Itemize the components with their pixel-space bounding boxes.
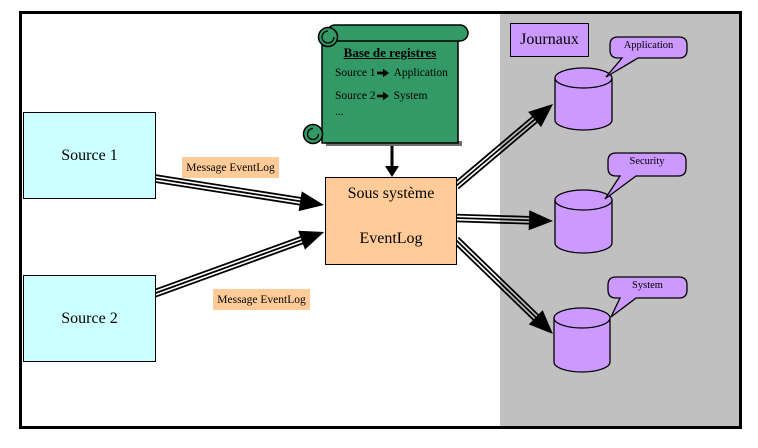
eventlog-subsystem-box: Sous système EventLog	[325, 177, 457, 265]
application-callout-label: Application	[623, 40, 674, 51]
maps-to-arrow-icon	[376, 68, 389, 78]
message-eventlog-label-2: Message EventLog	[213, 289, 310, 310]
registry-ellipsis: ...	[335, 106, 344, 118]
source-1-box: Source 1	[23, 112, 156, 199]
subsystem-title-line2: EventLog	[359, 230, 423, 247]
registry-title: Base de registres	[343, 45, 437, 60]
source-2-label: Source 2	[61, 309, 118, 327]
source-1-label: Source 1	[61, 146, 118, 164]
registry-entry-1: Source 1 Application	[335, 67, 448, 79]
security-callout-label: Security	[629, 156, 665, 167]
source-2-box: Source 2	[23, 275, 156, 362]
maps-to-arrow-icon	[376, 91, 389, 101]
subsystem-title-line1: Sous système	[347, 185, 435, 202]
diagram-frame	[19, 11, 742, 429]
system-callout-label: System	[632, 280, 663, 291]
message-eventlog-label-1: Message EventLog	[182, 157, 279, 178]
registry-entry-2: Source 2 System	[335, 90, 428, 102]
journals-title-box: Journaux	[510, 23, 589, 57]
